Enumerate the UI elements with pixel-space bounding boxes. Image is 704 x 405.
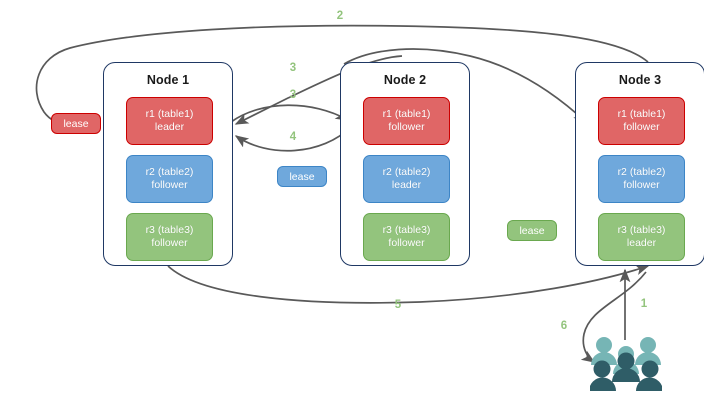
replica-role: leader bbox=[154, 121, 185, 133]
replica-node1-r2[interactable]: r2 (table2) follower bbox=[126, 155, 213, 203]
replica-node2-r1[interactable]: r1 (table1) follower bbox=[363, 97, 450, 145]
replica-name: r3 (table3) bbox=[382, 224, 431, 236]
step-label-4: 4 bbox=[289, 131, 297, 143]
replica-name: r2 (table2) bbox=[382, 166, 431, 178]
step-label-3b: 3 bbox=[289, 89, 297, 101]
replica-role: follower bbox=[151, 237, 188, 249]
replica-role: follower bbox=[623, 121, 660, 133]
replica-node1-r1[interactable]: r1 (table1) leader bbox=[126, 97, 213, 145]
replica-name: r1 (table1) bbox=[617, 108, 666, 120]
node-title: Node 1 bbox=[146, 73, 190, 87]
node-card-node2[interactable]: Node 2 r1 (table1) follower r2 (table2) … bbox=[340, 62, 470, 266]
lease-badge-r1[interactable]: lease bbox=[51, 113, 101, 134]
node-title: Node 2 bbox=[383, 73, 427, 87]
replica-role: leader bbox=[626, 237, 657, 249]
step-label-6: 6 bbox=[560, 320, 568, 332]
replica-role: follower bbox=[151, 179, 188, 191]
replica-node3-r2[interactable]: r2 (table2) follower bbox=[598, 155, 685, 203]
replica-node2-r2[interactable]: r2 (table2) leader bbox=[363, 155, 450, 203]
lease-badge-r3[interactable]: lease bbox=[507, 220, 557, 241]
replica-node2-r3[interactable]: r3 (table3) follower bbox=[363, 213, 450, 261]
replica-name: r2 (table2) bbox=[145, 166, 194, 178]
node-card-node1[interactable]: Node 1 r1 (table1) leader r2 (table2) fo… bbox=[103, 62, 233, 266]
step-label-3a: 3 bbox=[289, 62, 297, 74]
node-title: Node 3 bbox=[618, 73, 662, 87]
replica-name: r3 (table3) bbox=[145, 224, 194, 236]
replica-node3-r3[interactable]: r3 (table3) leader bbox=[598, 213, 685, 261]
edge-step-5 bbox=[167, 264, 650, 304]
lease-badge-r2[interactable]: lease bbox=[277, 166, 327, 187]
people-group-icon bbox=[589, 334, 663, 394]
step-label-1: 1 bbox=[640, 298, 648, 310]
node-card-node3[interactable]: Node 3 r1 (table1) follower r2 (table2) … bbox=[575, 62, 704, 266]
lease-label: lease bbox=[289, 170, 315, 183]
replica-role: follower bbox=[388, 121, 425, 133]
lease-label: lease bbox=[519, 224, 545, 237]
replica-name: r1 (table1) bbox=[145, 108, 194, 120]
replica-node3-r1[interactable]: r1 (table1) follower bbox=[598, 97, 685, 145]
replica-name: r1 (table1) bbox=[382, 108, 431, 120]
replica-role: leader bbox=[391, 179, 422, 191]
edge-step-4-forward bbox=[230, 104, 350, 123]
lease-label: lease bbox=[63, 117, 89, 130]
replica-role: follower bbox=[623, 179, 660, 191]
step-label-2: 2 bbox=[336, 10, 344, 22]
replica-role: follower bbox=[388, 237, 425, 249]
replica-name: r3 (table3) bbox=[617, 224, 666, 236]
replica-name: r2 (table2) bbox=[617, 166, 666, 178]
replica-node1-r3[interactable]: r3 (table3) follower bbox=[126, 213, 213, 261]
step-label-5: 5 bbox=[394, 299, 402, 311]
